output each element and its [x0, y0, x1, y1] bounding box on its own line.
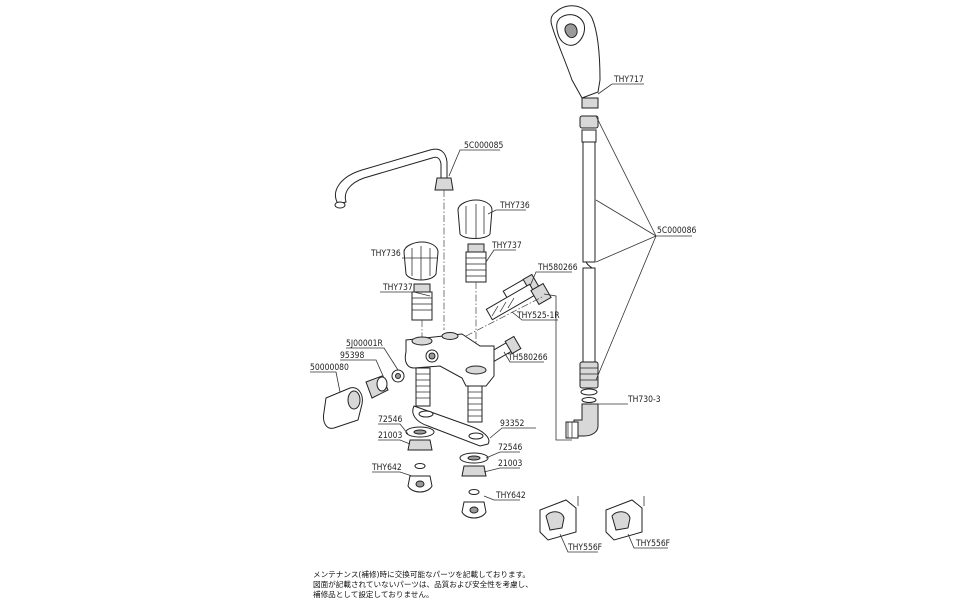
label-washer-right: 72546	[498, 443, 522, 453]
label-cover: 50000080	[310, 363, 349, 373]
label-nut-right: 21003	[498, 459, 522, 469]
label-cartridge-left: THY737	[382, 283, 413, 293]
shower-head	[550, 5, 601, 109]
label-diverter: THY525-1R	[516, 311, 560, 321]
label-adapter-lower: TH580266	[507, 353, 548, 363]
base-gasket	[412, 405, 490, 447]
diverter-axis	[465, 295, 545, 337]
label-handle-left: THY736	[370, 249, 401, 259]
label-washer-left: 72546	[378, 415, 402, 425]
note-line-3: 補修品として設定しておりません。	[313, 590, 434, 599]
label-fitting-right: THY642	[495, 491, 526, 501]
hose-fitting	[565, 403, 599, 439]
label-fitting-left: THY642	[371, 463, 402, 473]
label-hose: 5C000086	[657, 226, 697, 236]
label-spout-pipe: 5C000085	[464, 141, 504, 151]
label-gasket: 93352	[500, 419, 524, 429]
handle-left	[403, 241, 439, 281]
label-hose-fitting: TH730-3	[627, 395, 661, 405]
nut-right	[461, 465, 487, 477]
faucet-body	[404, 332, 495, 387]
nut-left	[407, 439, 433, 451]
diverter	[485, 282, 552, 321]
washer-left	[405, 426, 435, 438]
part-labels: 5C000085 THY717 5C000086 THY736 THY736 T…	[310, 75, 697, 553]
mount-shank-left	[415, 367, 431, 407]
fitting-right	[461, 489, 487, 519]
shower-holder-1	[539, 496, 579, 541]
label-packing: 5J00001R	[346, 339, 383, 349]
handle-right	[457, 199, 493, 239]
spout-pipe	[334, 148, 454, 209]
maintenance-note: メンテナンス(補修)時に交換可能なパーツを記載しております。 図面が記載されてい…	[313, 570, 633, 600]
label-nut-left: 21003	[378, 431, 402, 441]
cartridge-left	[411, 283, 433, 321]
cartridge-right	[465, 243, 487, 283]
label-holder-1: THY556F	[567, 543, 602, 553]
label-shower-head: THY717	[613, 75, 644, 85]
label-handle-right: THY736	[499, 201, 530, 211]
fitting-left	[407, 463, 433, 493]
washer-right	[459, 452, 489, 464]
label-holder-2: THY556F	[635, 539, 670, 549]
note-line-2: 図面が記載されていないパーツは、品質および安全性を考慮し、	[313, 580, 533, 589]
label-cartridge-right: THY737	[491, 241, 522, 251]
small-nut	[365, 375, 389, 399]
shower-holder-2	[605, 496, 645, 541]
spout-cover	[323, 387, 363, 429]
shower-hose	[579, 115, 599, 403]
label-adapter-upper: TH580266	[537, 263, 578, 273]
leader-lines	[310, 83, 692, 553]
mount-shank-right	[467, 385, 483, 423]
label-nut-small: 95398	[340, 351, 364, 361]
note-line-1: メンテナンス(補修)時に交換可能なパーツを記載しております。	[313, 570, 531, 579]
packing	[391, 369, 405, 383]
